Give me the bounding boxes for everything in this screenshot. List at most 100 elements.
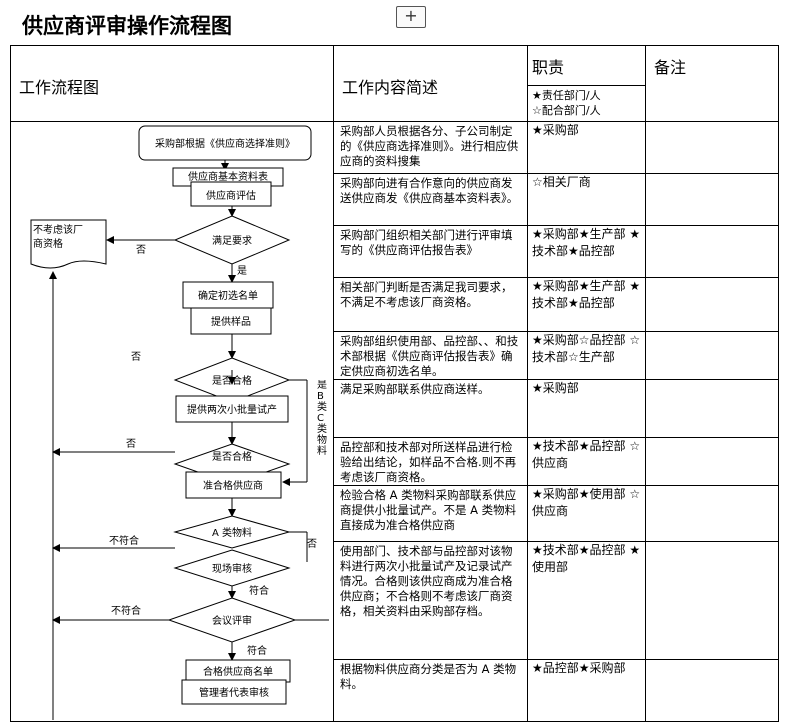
flow-sample-text: 提供样品 <box>211 315 251 328</box>
row-3-resp: ★采购部★生产部 ★技术部★品控部 <box>527 277 646 332</box>
row-9-resp-text: ★品控部★采购部 <box>532 661 626 675</box>
add-button[interactable]: + <box>396 6 426 28</box>
row-3-note <box>645 277 779 332</box>
row-2-content-text: 采购部门组织相关部门进行评审填写的《供应商评估报告表》 <box>340 228 513 257</box>
row-2-content: 采购部门组织相关部门进行评审填写的《供应商评估报告表》 <box>333 225 528 278</box>
row-8-resp-text: ★技术部★品控部 ★使用部 <box>532 543 641 574</box>
header-content-label: 工作内容简述 <box>342 78 439 97</box>
flow-qualified-label-2: 符合 <box>247 644 267 657</box>
row-9-content: 根据物料供应商分类是否为 A 类物料。 <box>333 659 528 722</box>
row-7-resp-text: ★采购部★使用部 ☆供应商 <box>532 487 641 518</box>
process-table: 工作流程图 工作内容简述 职责 备注 ★责任部门/人 ☆配合部门/人 <box>10 45 779 722</box>
flow-evaluate-text: 供应商评估 <box>206 189 256 202</box>
header-legend: ★责任部门/人 ☆配合部门/人 <box>527 85 646 122</box>
row-9-note <box>645 659 779 722</box>
row-2-resp: ★采购部★生产部 ★技术部★品控部 <box>527 225 646 278</box>
flow-not-consider-wrap: 不考虑该厂商资格 <box>33 225 83 250</box>
flow-mgr-audit-text: 管理者代表审核 <box>199 686 269 699</box>
row-5-content-text: 满足采购部联系供应商送样。 <box>340 382 490 396</box>
flow-quasi-supplier-text: 准合格供应商 <box>203 479 263 492</box>
header-flow-label: 工作流程图 <box>19 78 100 97</box>
row-0-resp: ★采购部 <box>527 121 646 174</box>
row-8-content: 使用部门、技术部与品控部对该物料进行两次小批量试产及记录试产情况。合格则该供应商… <box>333 541 528 660</box>
row-5-resp-text: ★采购部 <box>532 381 579 395</box>
row-6-resp: ★技术部★品控部 ☆供应商 <box>527 437 646 486</box>
row-5-resp: ★采购部 <box>527 379 646 438</box>
header-resp: 职责 <box>527 45 646 86</box>
flow-two-batch-box <box>175 395 289 423</box>
flow-a-material-text: A 类物料 <box>212 526 252 539</box>
flow-no-label-1: 否 <box>136 244 146 256</box>
row-3-content-text: 相关部门判断是否满足我司要求，不满足不考虑该厂商资格。 <box>340 280 513 309</box>
row-1-note <box>645 173 779 226</box>
flow-not-consider-text: 不考虑该厂商资格 <box>33 225 83 250</box>
flow-evaluate-box <box>190 181 272 207</box>
flow-meeting-text: 会议评审 <box>212 614 252 627</box>
row-4-resp-text: ★采购部☆品控部 ☆技术部☆生产部 <box>532 333 641 364</box>
row-6-content: 品控部和技术部对所送样品进行检验给出结论，如样品不合格.则不再考虑该厂商资格。 <box>333 437 528 486</box>
row-0-content-text: 采购部人员根据各分、子公司制定的《供应商选择准则》。进行相应供应商的资料搜集 <box>340 124 519 168</box>
row-9-content-text: 根据物料供应商分类是否为 A 类物料。 <box>340 662 517 691</box>
flowchart-cell: 采购部根据《供应商选择准则》 供应商基本资料表 供应商评估 满足要求 否 不考虑… <box>10 121 334 722</box>
header-content: 工作内容简述 <box>333 45 528 122</box>
row-8-note <box>645 541 779 660</box>
row-0-note <box>645 121 779 174</box>
row-6-note <box>645 437 779 486</box>
row-3-resp-text: ★采购部★生产部 ★技术部★品控部 <box>532 279 641 310</box>
row-2-resp-text: ★采购部★生产部 ★技术部★品控部 <box>532 227 641 258</box>
flow-unqualified-label-1: 不符合 <box>109 534 139 547</box>
row-7-resp: ★采购部★使用部 ☆供应商 <box>527 485 646 542</box>
row-4-content: 采购部组织使用部、品控部、、和技术部根据《供应商评估报告表》确定供应商初选名单。 <box>333 331 528 380</box>
flow-yes-label-1: 是 <box>237 265 247 277</box>
flow-no-label-3: 否 <box>126 438 136 450</box>
header-resp-label: 职责 <box>532 58 565 77</box>
flow-quasi-supplier-box <box>185 471 282 499</box>
row-1-resp-text: ☆相关厂商 <box>532 175 591 189</box>
flow-no-label-2: 否 <box>131 351 141 363</box>
flow-confirm-list-text: 确定初选名单 <box>198 289 258 302</box>
row-4-resp: ★采购部☆品控部 ☆技术部☆生产部 <box>527 331 646 380</box>
row-6-content-text: 品控部和技术部对所送样品进行检验给出结论，如样品不合格.则不再考虑该厂商资格。 <box>340 440 517 484</box>
row-1-content: 采购部向进有合作意向的供应商发送供应商发《供应商基本资料表》。 <box>333 173 528 226</box>
header-flow: 工作流程图 <box>10 45 334 122</box>
flow-site-audit-text: 现场审核 <box>212 562 252 575</box>
flow-sample-box <box>190 307 272 335</box>
flow-not-consider-doc <box>30 219 107 269</box>
row-0-resp-text: ★采购部 <box>532 123 579 137</box>
flow-a-material-diamond <box>173 515 291 549</box>
row-7-content-text: 检验合格 A 类物料采购部联系供应商提供小批量试产。不是 A 类物料直接成为准合… <box>340 488 517 532</box>
flow-quasi-q-text: 是否合格 <box>212 450 252 463</box>
row-2-note <box>645 225 779 278</box>
header-note: 备注 <box>645 45 779 122</box>
flow-unqualified-label-2: 不符合 <box>111 604 141 617</box>
page-title: 供应商评审操作流程图 <box>22 14 232 38</box>
row-7-note <box>645 485 779 542</box>
row-9-resp: ★品控部★采购部 <box>527 659 646 722</box>
row-5-content: 满足采购部联系供应商送样。 <box>333 379 528 438</box>
flow-two-batch-text: 提供两次小批量试产 <box>187 403 277 416</box>
flow-qualified-list-text: 合格供应商名单 <box>203 665 273 678</box>
row-6-resp-text: ★技术部★品控部 ☆供应商 <box>532 439 641 470</box>
row-5-note <box>645 379 779 438</box>
flow-qualified-q-text: 是否合格 <box>212 374 252 387</box>
flow-confirm-list-box <box>182 281 274 309</box>
flow-meets-text: 满足要求 <box>212 235 252 247</box>
flow-start-text: 采购部根据《供应商选择准则》 <box>155 137 295 150</box>
row-8-resp: ★技术部★品控部 ★使用部 <box>527 541 646 660</box>
legend-assist: ☆配合部门/人 <box>532 104 601 117</box>
flowchart: 采购部根据《供应商选择准则》 供应商基本资料表 供应商评估 满足要求 否 不考虑… <box>30 125 329 720</box>
legend-main: ★责任部门/人 <box>532 89 601 102</box>
row-0-content: 采购部人员根据各分、子公司制定的《供应商选择准则》。进行相应供应商的资料搜集 <box>333 121 528 174</box>
row-8-content-text: 使用部门、技术部与品控部对该物料进行两次小批量试产及记录试产情况。合格则该供应商… <box>340 544 513 618</box>
flow-no-label-4: 否 <box>307 538 317 550</box>
row-1-content-text: 采购部向进有合作意向的供应商发送供应商发《供应商基本资料表》。 <box>340 176 519 205</box>
flow-basic-info-text: 供应商基本资料表 <box>188 170 268 183</box>
flow-mgr-audit-box <box>181 679 287 705</box>
flow-qualified-label-1: 符合 <box>249 584 269 597</box>
row-3-content: 相关部门判断是否满足我司要求，不满足不考虑该厂商资格。 <box>333 277 528 332</box>
row-4-note <box>645 331 779 380</box>
flow-bc-wrap: 是 B 类 C 类物料 <box>317 380 327 457</box>
row-7-content: 检验合格 A 类物料采购部联系供应商提供小批量试产。不是 A 类物料直接成为准合… <box>333 485 528 542</box>
header-note-label: 备注 <box>654 58 687 77</box>
row-1-resp: ☆相关厂商 <box>527 173 646 226</box>
